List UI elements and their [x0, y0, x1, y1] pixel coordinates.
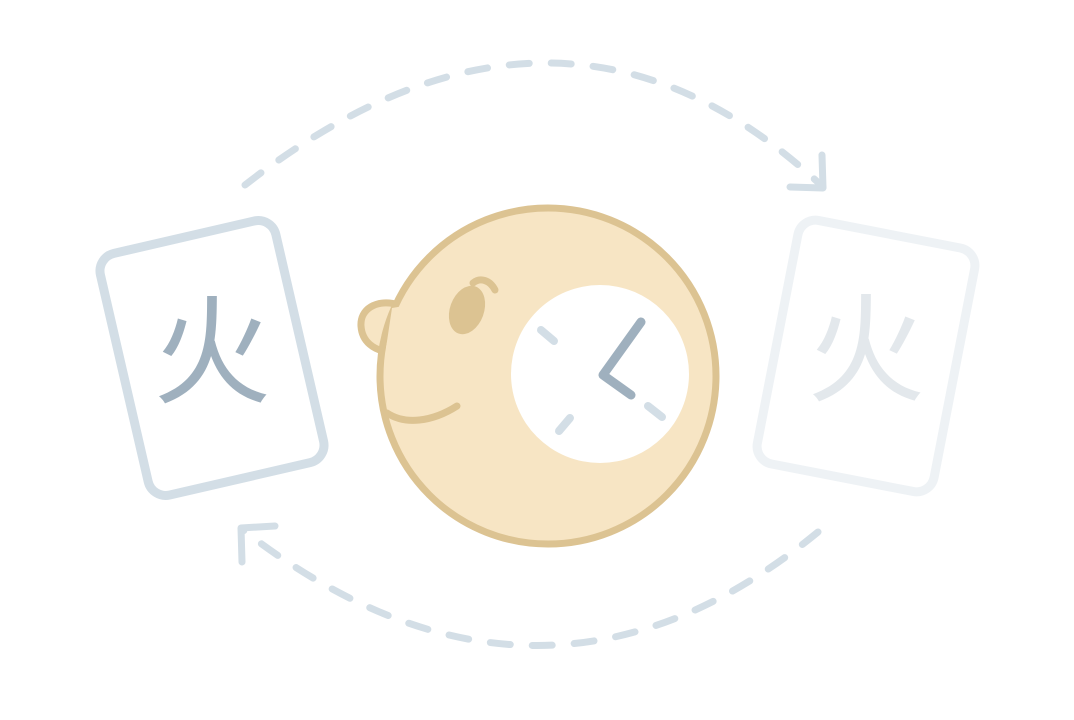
clock-head-character	[357, 204, 720, 548]
eyebrow	[469, 276, 499, 294]
flashcard-left-glyph: 火	[153, 284, 271, 422]
dashed-arc-top	[241, 59, 827, 191]
cycle-arrow-bottom	[237, 522, 822, 649]
arrowhead-top-icon	[786, 151, 827, 192]
dashed-arc-bottom	[239, 526, 822, 649]
flashcard-left-frame	[95, 216, 329, 500]
cycle-arrow-top	[241, 59, 827, 192]
eye	[448, 285, 486, 335]
flashcard-right-frame	[752, 215, 980, 497]
clock-tick-lower-left	[555, 414, 574, 435]
clock-tick-lower-right	[644, 402, 666, 421]
flashcard-right: 火	[752, 215, 980, 497]
clock-icon	[511, 285, 689, 463]
clock-tick-upper-left	[537, 326, 558, 345]
smile	[383, 402, 461, 424]
arrowhead-bottom-icon	[237, 522, 279, 566]
flashcard-right-glyph: 火	[807, 282, 925, 420]
clock-hands	[598, 317, 646, 400]
flashcard-left: 火	[95, 216, 329, 500]
